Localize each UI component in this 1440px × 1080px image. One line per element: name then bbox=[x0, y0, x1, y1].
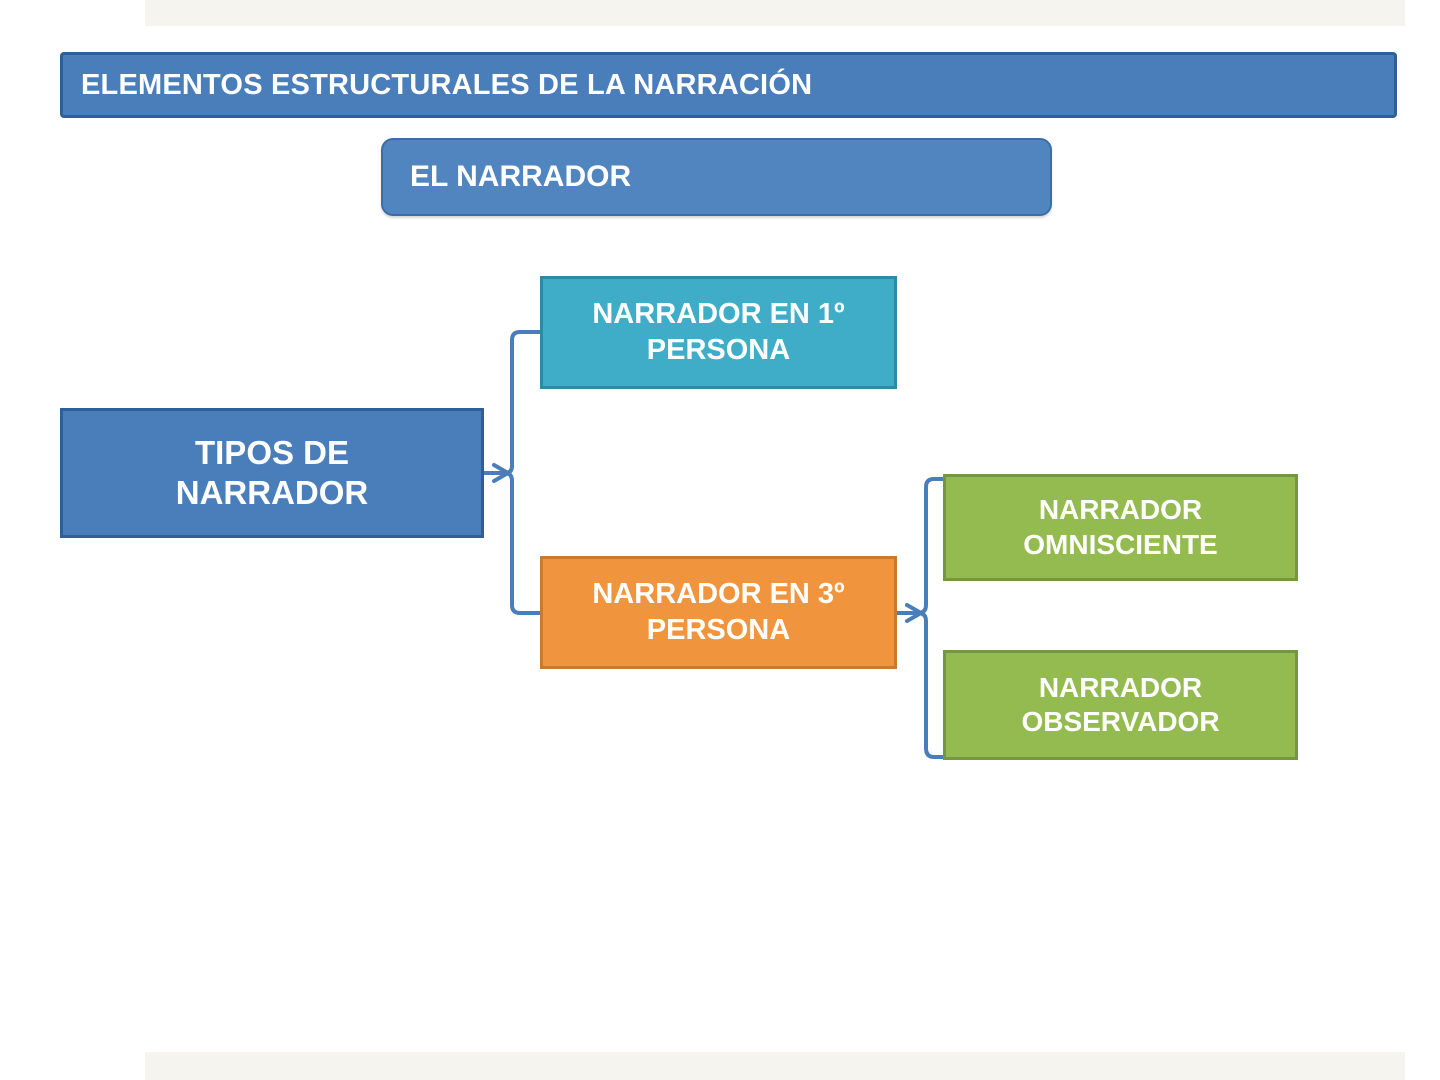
node-line-1: NARRADOR EN 3º bbox=[592, 578, 845, 611]
connector-arrow-tipos bbox=[492, 463, 510, 483]
page-band-top bbox=[145, 0, 1405, 26]
connector-tipos-to-tercera bbox=[482, 471, 542, 615]
node-line-1: NARRADOR EN 1º bbox=[592, 298, 845, 331]
node-tipos-de-narrador-label: TIPOS DE NARRADOR bbox=[168, 433, 377, 514]
node-line-1: TIPOS DE bbox=[194, 433, 350, 471]
node-line-1: NARRADOR bbox=[1038, 494, 1203, 526]
node-el-narrador-label: EL NARRADOR bbox=[410, 159, 632, 193]
connector-tipos-to-primera bbox=[482, 330, 542, 475]
node-narrador-omnisciente[interactable]: NARRADOR OMNISCIENTE bbox=[943, 474, 1298, 581]
node-narrador-observador-label: NARRADOR OBSERVADOR bbox=[1013, 671, 1227, 739]
node-narrador-primera-persona[interactable]: NARRADOR EN 1º PERSONA bbox=[540, 276, 897, 389]
node-narrador-observador[interactable]: NARRADOR OBSERVADOR bbox=[943, 650, 1298, 760]
node-line-1: NARRADOR bbox=[1038, 671, 1203, 703]
node-line-2: NARRADOR bbox=[175, 474, 369, 511]
node-line-2: PERSONA bbox=[646, 333, 791, 366]
node-line-2: OBSERVADOR bbox=[1021, 706, 1220, 737]
page-title: ELEMENTOS ESTRUCTURALES DE LA NARRACIÓN bbox=[81, 68, 813, 101]
node-narrador-tercera-persona[interactable]: NARRADOR EN 3º PERSONA bbox=[540, 556, 897, 669]
node-narrador-primera-persona-label: NARRADOR EN 1º PERSONA bbox=[584, 297, 852, 368]
node-tipos-de-narrador[interactable]: TIPOS DE NARRADOR bbox=[60, 408, 484, 538]
page-band-bottom bbox=[145, 1052, 1405, 1080]
node-narrador-tercera-persona-label: NARRADOR EN 3º PERSONA bbox=[584, 577, 852, 648]
node-narrador-omnisciente-label: NARRADOR OMNISCIENTE bbox=[1015, 493, 1225, 561]
node-el-narrador[interactable]: EL NARRADOR bbox=[381, 138, 1052, 216]
slide-title-bar: ELEMENTOS ESTRUCTURALES DE LA NARRACIÓN bbox=[60, 52, 1397, 118]
node-line-2: PERSONA bbox=[646, 613, 791, 646]
connector-arrow-tercera bbox=[905, 603, 923, 623]
node-line-2: OMNISCIENTE bbox=[1023, 528, 1218, 560]
